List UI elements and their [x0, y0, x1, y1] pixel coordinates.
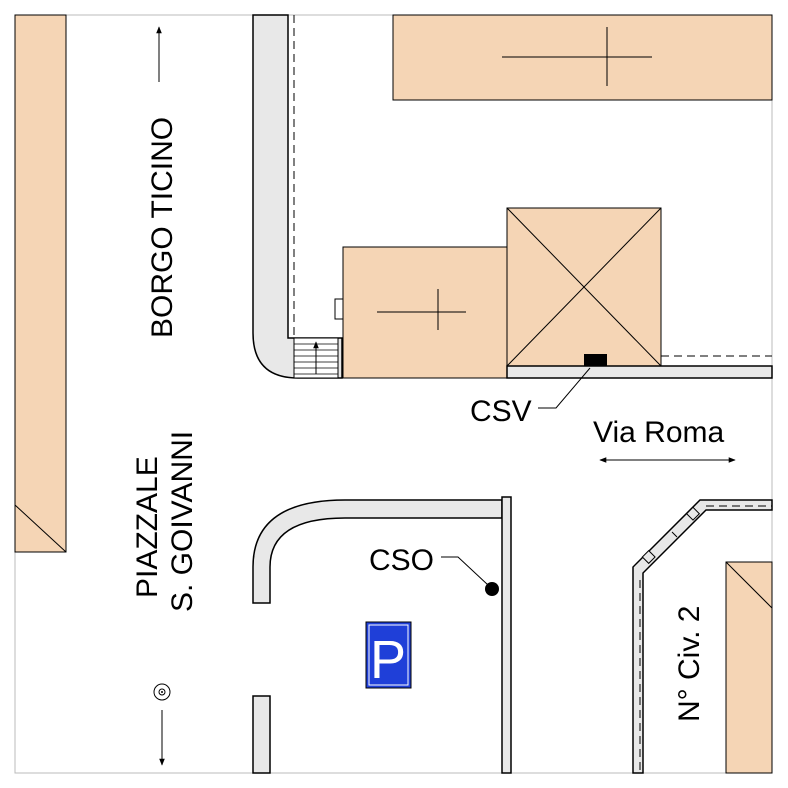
cso-leader [441, 556, 489, 586]
borgo-ticino-label: BORGO TICINO [146, 117, 179, 338]
building-west [14, 14, 67, 553]
parking-sign-icon: P [365, 621, 412, 690]
staircase [293, 337, 339, 379]
parking-sign-letter: P [370, 630, 406, 690]
sidewalk-east-corner [632, 499, 773, 774]
sidewalk-borgo-ticino [252, 14, 343, 379]
csv-marker [584, 354, 607, 366]
building-x-roof [506, 207, 662, 367]
annex [334, 298, 344, 320]
cso-marker [485, 582, 499, 596]
csv-leader [538, 367, 591, 409]
cso-label: CSO [369, 544, 434, 577]
via-roma-label: Via Roma [593, 416, 724, 449]
piazzale-label-line1: PIAZZALE [131, 456, 164, 598]
parking-curb [252, 496, 512, 774]
sidewalk-via-roma-north [506, 355, 773, 379]
building-northeast [392, 14, 773, 101]
building-southeast [725, 561, 773, 774]
circle-target-icon [153, 683, 171, 701]
piazzale-label-line2: S. GOIVANNI [166, 431, 199, 612]
civic-number-label: N° Civ. 2 [673, 606, 706, 722]
csv-label: CSV [470, 395, 532, 428]
building-central [342, 246, 508, 379]
